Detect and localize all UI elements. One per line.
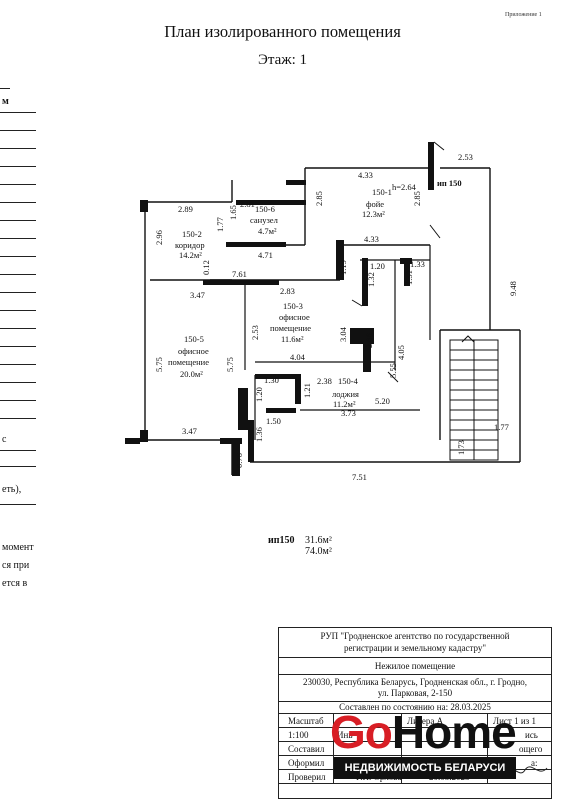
dimension-label: 1.21	[302, 383, 312, 398]
room-name: офисное	[178, 346, 209, 356]
dimension-label: 0.12	[201, 260, 211, 275]
logo-wordmark: GoHome	[330, 706, 517, 758]
dimension-label: 4.04	[290, 352, 306, 362]
floor-label: Этаж: 1	[257, 52, 308, 68]
organization-line: РУП "Гродненское агентство по государств…	[320, 631, 510, 641]
dimension-label: 1.32	[366, 272, 376, 287]
state-date: Составлен по состоянию на: 28.03.2025	[339, 702, 491, 712]
room-name: помещение	[168, 357, 209, 367]
fragment-text: с	[2, 434, 7, 445]
property-kind: Нежилое помещение	[374, 661, 456, 671]
dimension-label: 3.47	[190, 290, 205, 300]
checked-label: Проверил	[288, 772, 326, 782]
dimension-label: 4.33	[364, 234, 379, 244]
room-area: 11.2м²	[333, 399, 356, 409]
dimension-label: 1.73	[456, 440, 466, 455]
room-name: лоджия	[332, 389, 359, 399]
dimension-label: 3.04	[338, 326, 348, 342]
scale-label: Масштаб	[288, 716, 324, 726]
stamp-fragment: ись	[525, 730, 538, 740]
room-id: 150-3	[283, 301, 303, 311]
dimension-label: 1.19	[338, 260, 348, 275]
dimension-label: 2.53	[250, 325, 260, 340]
organization-line: регистрации и земельному кадастру"	[343, 643, 487, 653]
page-title: План изолированного помещения	[164, 22, 401, 41]
dimension-label: 1.77	[215, 217, 225, 232]
dimension-label: 1.51	[404, 270, 414, 285]
room-name: офисное	[279, 312, 310, 322]
dimension-label: 1.36	[254, 427, 264, 442]
dimension-label: 1.33	[410, 259, 425, 269]
fragment-text: м	[2, 96, 9, 107]
dimension-label: 5.75	[154, 357, 164, 372]
room-area: 11.6м²	[281, 334, 304, 344]
litera-label: Литера А	[407, 716, 444, 726]
room-name: санузел	[250, 215, 279, 225]
room-id: 150-6	[255, 204, 275, 214]
fragment-text: еть),	[2, 484, 22, 495]
room-area: 12.3м²	[362, 209, 385, 219]
room-height: h=2.64	[392, 182, 417, 192]
dimension-label: 2.96	[154, 230, 164, 245]
sheet-label: Лист 1 из 1	[493, 716, 536, 726]
area-summary-value: 31.6м²	[305, 535, 332, 546]
ip-label: ип 150	[437, 178, 462, 188]
dimension-label: 4.33	[358, 170, 373, 180]
room-area: 14.2м²	[179, 250, 202, 260]
dimension-label: 1.30	[264, 375, 279, 385]
fragment-text: ется в	[2, 578, 28, 589]
address-line: 230030, Республика Беларусь, Гродненская…	[302, 677, 528, 687]
stamp-fragment: Инв	[337, 730, 353, 740]
dimension-label: 2.83	[280, 286, 295, 296]
dimension-label: 2.53	[458, 152, 473, 162]
dimension-label: 1.50	[266, 416, 281, 426]
formed-label: Оформил	[288, 758, 325, 768]
dimension-label: 1.77	[494, 422, 509, 432]
stamp-fragment: ощего	[519, 744, 543, 754]
dimension-label: 5.75	[225, 357, 235, 372]
scale-value: 1:100	[288, 730, 309, 740]
stamp-fragment: а:	[531, 758, 538, 768]
room-area: 20.0м²	[180, 369, 203, 379]
dimension-label: 0.76	[234, 453, 244, 468]
dimension-label: 2.85	[314, 191, 324, 206]
dimension-label: 2.89	[178, 204, 193, 214]
dimension-label: 3.73	[341, 408, 356, 418]
dimension-label: 9.48	[508, 281, 518, 296]
dimension-label: 5.20	[375, 396, 390, 406]
dimension-label: 1.20	[370, 261, 385, 271]
dimension-label: 1.65	[228, 205, 238, 220]
area-summary-label: ип150	[268, 535, 295, 546]
room-name: помещение	[270, 323, 311, 333]
dimension-label: 5.55	[388, 363, 398, 378]
composed-label: Составил	[288, 744, 325, 754]
dimension-label: 7.51	[352, 472, 367, 482]
gohome-watermark-logo: GoHome НЕДВИЖИМОСТЬ БЕЛАРУСИ	[330, 707, 518, 789]
dimension-label: 4.71	[258, 250, 273, 260]
dimension-label: 4.05	[396, 345, 406, 360]
room-id: 150-4	[338, 376, 359, 386]
address-line: ул. Парковая, 2-150	[377, 688, 453, 698]
dimension-label: 2.38	[317, 376, 332, 386]
room-name: фойе	[366, 199, 384, 209]
dimension-label: 2.85	[412, 191, 422, 206]
logo-tagline: НЕДВИЖИМОСТЬ БЕЛАРУСИ	[334, 757, 516, 779]
appendix-label: Приложение 1	[505, 12, 542, 18]
room-id: 150-2	[182, 229, 202, 239]
area-summary-value: 74.0м²	[305, 546, 332, 557]
dimension-label: 7.61	[232, 269, 247, 279]
fragment-text: ся при	[2, 560, 30, 571]
left-page-fragment: м с еть), момент ся при ется в	[0, 0, 40, 800]
room-name: коридор	[175, 240, 205, 250]
room-id: 150-1	[372, 187, 392, 197]
dimension-label: 3.47	[182, 426, 197, 436]
dimension-label: 2.66	[364, 333, 374, 348]
dimension-label: 1.20	[254, 387, 264, 402]
room-id: 150-5	[184, 334, 204, 344]
fragment-text: момент	[2, 542, 34, 553]
room-area: 4.7м²	[258, 226, 277, 236]
dimension-label: 2.81	[240, 199, 255, 209]
